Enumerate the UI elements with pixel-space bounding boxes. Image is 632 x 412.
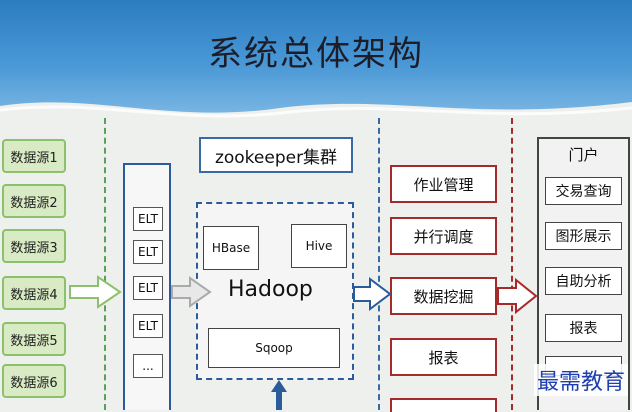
divider-3 bbox=[511, 118, 513, 410]
data-source-4: 数据源4 bbox=[2, 276, 66, 310]
service-report: 报表 bbox=[390, 338, 497, 376]
data-source-6: 数据源6 bbox=[2, 364, 66, 398]
watermark: 最需教育 bbox=[533, 364, 628, 396]
hbase-box: HBase bbox=[203, 226, 259, 270]
service-data-mining: 数据挖掘 bbox=[390, 277, 497, 315]
hive-box: Hive bbox=[291, 224, 347, 268]
zookeeper-cluster: zookeeper集群 bbox=[199, 137, 353, 173]
divider-2 bbox=[378, 118, 380, 410]
page-title: 系统总体架构 bbox=[208, 34, 424, 74]
portal-title: 门户 bbox=[568, 146, 599, 164]
arrow-etl-to-hadoop-icon bbox=[171, 276, 212, 308]
service-parallel-scheduling: 并行调度 bbox=[390, 217, 497, 255]
sqoop-box: Sqoop bbox=[208, 328, 340, 368]
etl-box-1: ELT bbox=[133, 207, 163, 231]
data-source-5: 数据源5 bbox=[2, 322, 66, 356]
arrow-hadoop-to-services-icon bbox=[353, 277, 392, 311]
arrow-sources-to-etl-icon bbox=[69, 275, 122, 309]
arrow-services-to-portal-icon bbox=[497, 277, 538, 315]
etl-box-2: ELT bbox=[133, 240, 163, 264]
service-job-management: 作业管理 bbox=[390, 165, 497, 203]
etl-box-4: ELT bbox=[133, 314, 163, 338]
hadoop-label: Hadoop bbox=[228, 277, 313, 302]
data-source-2: 数据源2 bbox=[2, 184, 66, 218]
arrow-up-into-hadoop-icon bbox=[271, 380, 287, 410]
etl-box-3: ELT bbox=[133, 276, 163, 300]
portal-report: 报表 bbox=[545, 314, 622, 342]
portal-self-analysis: 自助分析 bbox=[545, 267, 622, 295]
portal-chart-display: 图形展示 bbox=[545, 222, 622, 250]
data-source-1: 数据源1 bbox=[2, 139, 66, 173]
etl-box-more: ... bbox=[133, 354, 163, 378]
service-partial-box bbox=[390, 398, 497, 412]
header-banner bbox=[0, 0, 632, 118]
portal-transaction-query: 交易查询 bbox=[545, 177, 622, 205]
header-wave bbox=[0, 102, 632, 136]
data-source-3: 数据源3 bbox=[2, 229, 66, 263]
divider-1 bbox=[104, 118, 106, 410]
